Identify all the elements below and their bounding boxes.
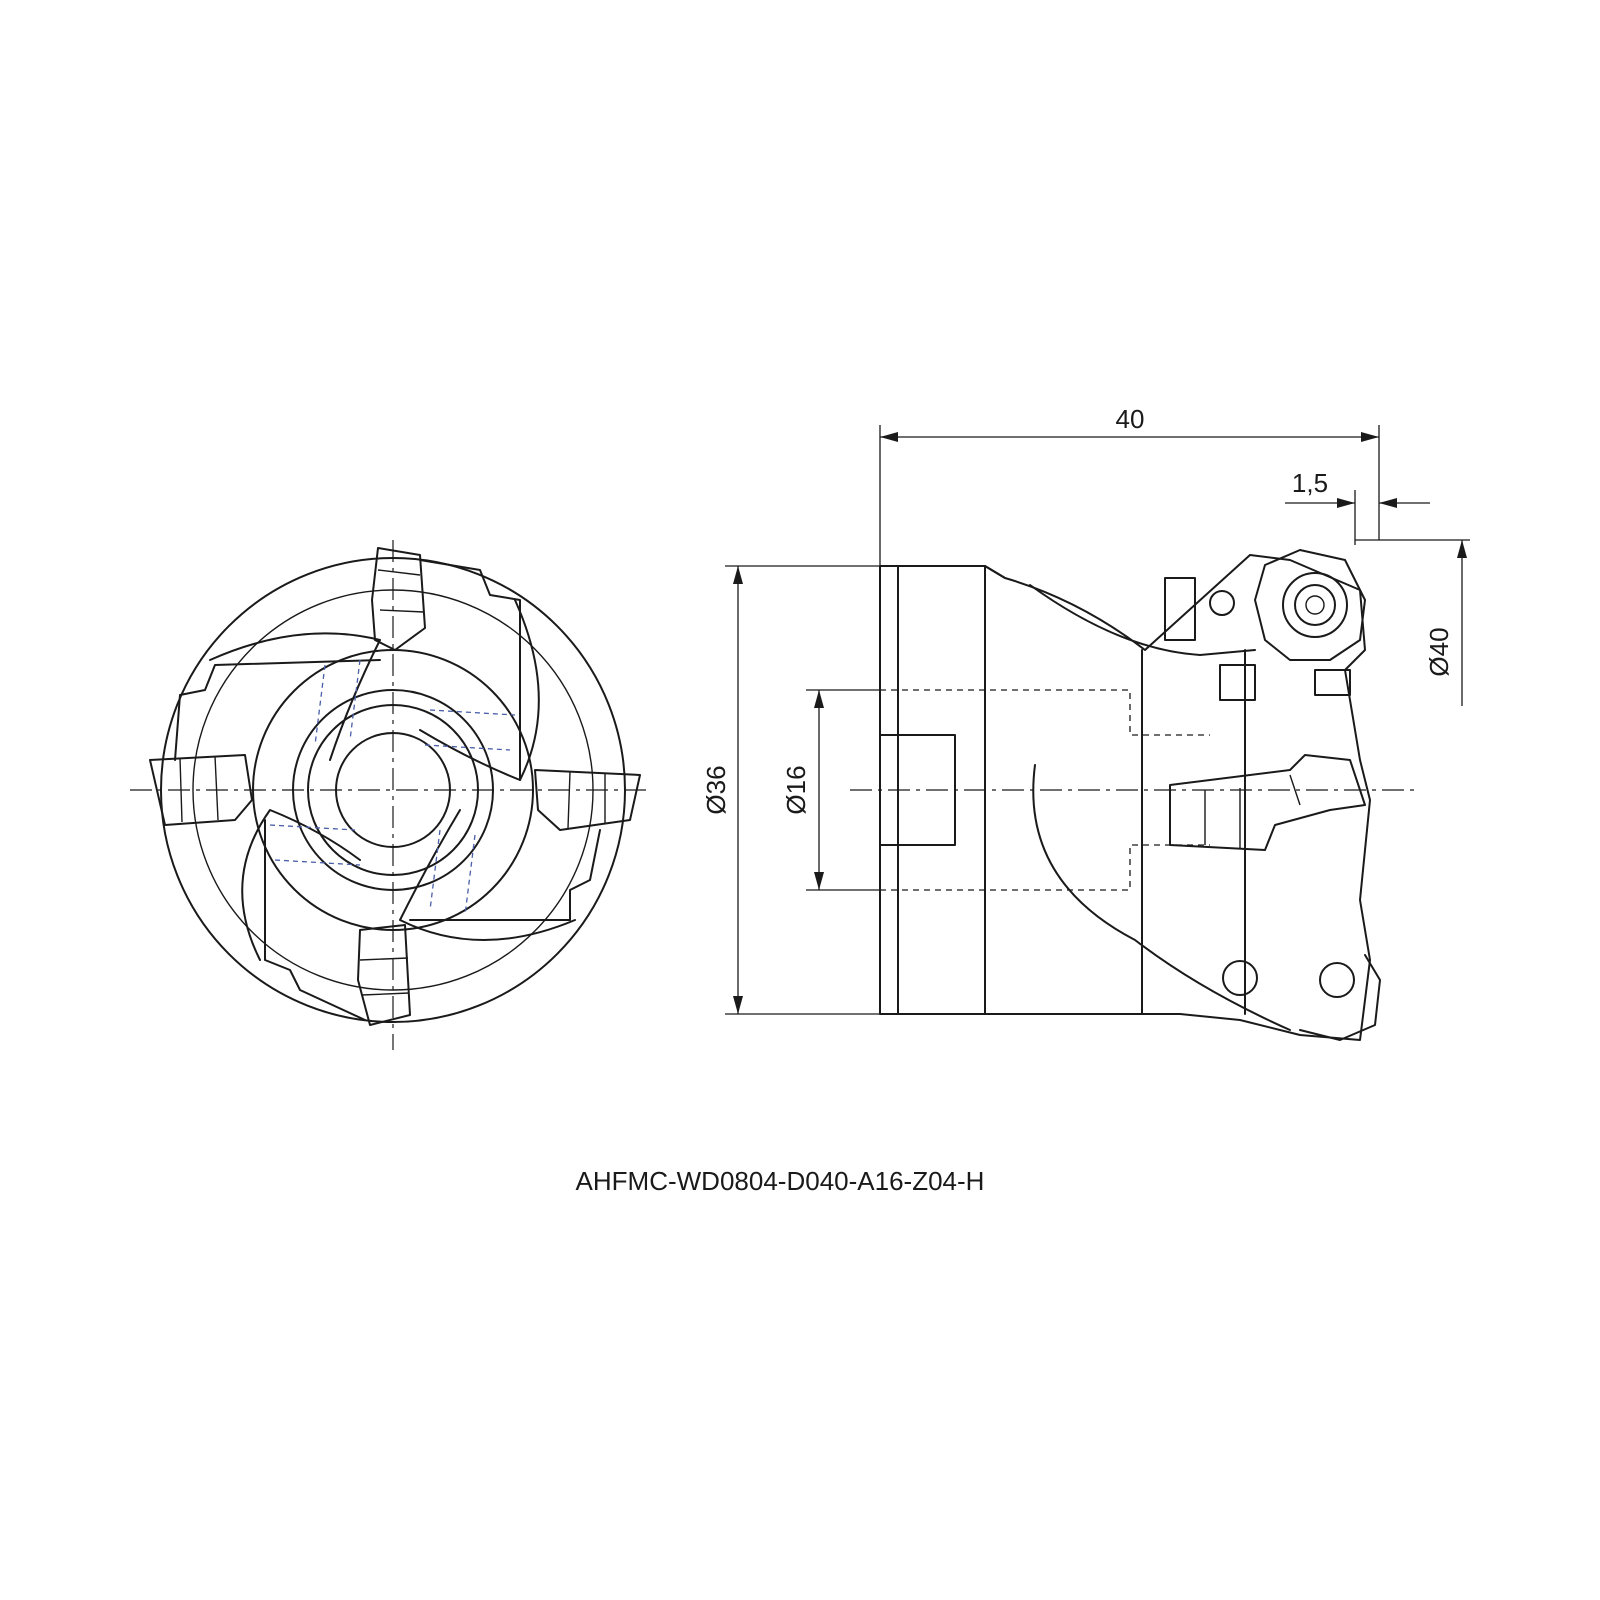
front-view — [130, 540, 650, 1050]
front-insert-left-detail — [179, 755, 219, 823]
side-screw-hole-1 — [1209, 590, 1235, 616]
dim-offset-label: 1,5 — [1292, 468, 1328, 498]
dim-diameter-bore-label: Ø16 — [781, 765, 811, 814]
side-bore-keyway — [879, 689, 956, 891]
side-screw-hole-3 — [1319, 962, 1355, 998]
side-screw-hole-2 — [1222, 960, 1258, 996]
front-hidden-channel-3 — [429, 829, 476, 916]
front-insert-bottom-detail — [359, 957, 410, 996]
front-hidden-channel-2 — [424, 709, 516, 751]
front-insert-right — [534, 769, 641, 831]
side-pocket-block-1 — [1164, 577, 1196, 641]
side-insert-upper — [1254, 549, 1366, 661]
front-outer-circle — [160, 557, 626, 1023]
side-flute-lower — [1032, 764, 1291, 1031]
dim-diameter-body: Ø36 — [701, 565, 880, 1015]
front-insert-bottom — [357, 924, 411, 1026]
front-insert-left — [149, 754, 253, 826]
front-hidden-channel-1 — [314, 659, 361, 746]
front-pocket-4 — [174, 659, 381, 761]
dim-diameter-body-label: Ø36 — [701, 765, 731, 814]
side-insert-screw-outer — [1282, 572, 1348, 638]
side-pocket-block-3 — [1314, 669, 1351, 696]
front-pocket-1 — [419, 559, 521, 781]
dim-diameter-outer: Ø40 — [1355, 539, 1470, 706]
side-view: 40 1,5 Ø40 Ø36 — [701, 404, 1470, 1041]
side-pocket-block-2 — [1219, 664, 1256, 701]
dim-diameter-bore: Ø16 — [781, 689, 880, 891]
front-flute-4 — [241, 809, 361, 961]
front-flute-1 — [209, 632, 381, 761]
side-insert-screw-inner — [1294, 584, 1336, 626]
dim-length: 40 — [879, 404, 1380, 566]
front-flute-3 — [399, 809, 576, 941]
front-pocket-3 — [264, 819, 366, 1021]
front-flute-2 — [419, 599, 540, 781]
torx-icon — [1305, 595, 1325, 615]
dim-offset: 1,5 — [1285, 468, 1430, 545]
side-insert-mid — [1169, 754, 1366, 851]
side-flute-upper — [1029, 584, 1256, 656]
side-head-outline — [984, 554, 1371, 1041]
dim-length-label: 40 — [1116, 404, 1145, 434]
front-insert-top-detail — [377, 569, 425, 613]
front-pocket-2 — [409, 829, 601, 921]
front-collar-outer — [292, 689, 494, 891]
dim-diameter-outer-label: Ø40 — [1424, 627, 1454, 676]
front-collar-inner — [307, 704, 479, 876]
part-number-caption: AHFMC-WD0804-D040-A16-Z04-H — [576, 1166, 985, 1196]
side-insert-lower — [1299, 954, 1381, 1041]
front-insert-right-detail — [567, 771, 606, 829]
side-insert-mid-detail — [1204, 774, 1301, 848]
front-insert-top — [371, 547, 426, 651]
side-hidden-bore-top — [880, 689, 1210, 736]
front-inner-circle — [192, 589, 594, 991]
front-bore — [335, 732, 451, 848]
